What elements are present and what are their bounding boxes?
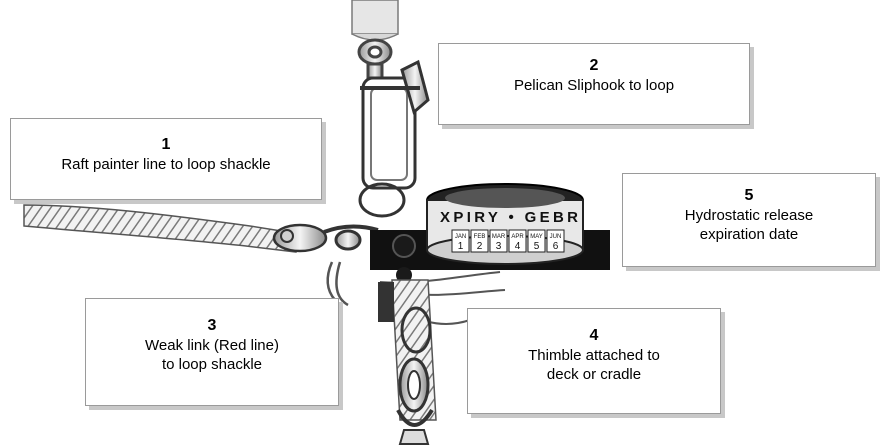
month-label: FEB bbox=[474, 234, 486, 240]
month-label: MAY bbox=[530, 234, 543, 240]
month-label: APR bbox=[511, 234, 524, 240]
callout-text: Raft painter line to loop shackle bbox=[11, 155, 321, 174]
callout-text: Pelican Sliphook to loop bbox=[439, 76, 749, 95]
callout-text: expiration date bbox=[623, 225, 875, 244]
month-label: JUN bbox=[550, 234, 562, 240]
dial-band-text: XPIRY • GEBR bbox=[440, 209, 578, 226]
callout-weak-link: 3 Weak link (Red line) to loop shackle bbox=[85, 298, 339, 406]
callout-thimble: 4 Thimble attached to deck or cradle bbox=[467, 308, 721, 414]
callout-expiration-date: 5 Hydrostatic release expiration date bbox=[622, 173, 876, 267]
top-shackle bbox=[359, 40, 391, 78]
pelican-sliphook bbox=[360, 62, 428, 188]
callout-number: 3 bbox=[86, 316, 338, 336]
callout-number: 5 bbox=[623, 186, 875, 206]
month-number: 4 bbox=[515, 241, 521, 252]
month-label: MAR bbox=[492, 234, 506, 240]
month-number: 3 bbox=[496, 241, 502, 252]
month-number: 5 bbox=[534, 241, 540, 252]
month-number: 6 bbox=[553, 241, 559, 252]
callout-number: 2 bbox=[439, 56, 749, 76]
callout-raft-painter-line: 1 Raft painter line to loop shackle bbox=[10, 118, 322, 200]
painter-rope bbox=[24, 205, 326, 252]
top-strap bbox=[352, 0, 398, 40]
callout-number: 1 bbox=[11, 135, 321, 155]
callout-text: Hydrostatic release bbox=[623, 206, 875, 225]
callout-pelican-sliphook: 2 Pelican Sliphook to loop bbox=[438, 43, 750, 125]
callout-text: to loop shackle bbox=[86, 355, 338, 374]
month-number: 1 bbox=[458, 241, 464, 252]
callout-text: Thimble attached to bbox=[468, 346, 720, 365]
callout-number: 4 bbox=[468, 326, 720, 346]
month-number: 2 bbox=[477, 241, 483, 252]
callout-text: Weak link (Red line) bbox=[86, 336, 338, 355]
callout-text: deck or cradle bbox=[468, 365, 720, 384]
month-label: JAN bbox=[455, 234, 466, 240]
